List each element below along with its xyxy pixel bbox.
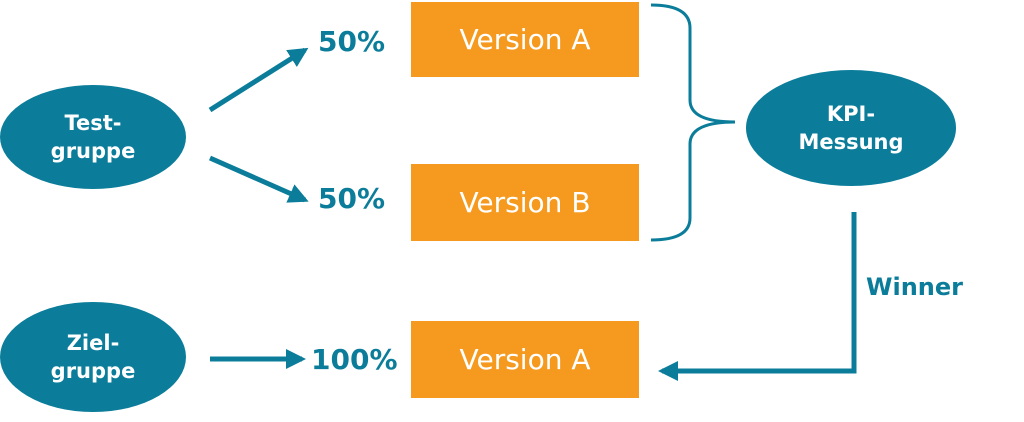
arrow-to-top-split <box>208 47 309 113</box>
split-middle-label: 50% <box>318 182 386 215</box>
arrow-to-middle-split <box>208 155 309 203</box>
kpi-line2: Messung <box>798 130 904 154</box>
kpi-messung-node: KPI- Messung <box>746 70 956 186</box>
zielgruppe-line1: Ziel- <box>66 331 120 355</box>
testgruppe-node: Test- gruppe <box>0 85 186 189</box>
zielgruppe-node: Ziel- gruppe <box>0 302 186 412</box>
version-b-box: Version B <box>411 164 639 241</box>
bracket-brace <box>650 3 736 242</box>
winner-label: Winner <box>866 273 963 301</box>
version-a-bottom-box: Version A <box>411 321 639 398</box>
version-a-top-box: Version A <box>411 2 639 77</box>
testgruppe-line2: gruppe <box>50 139 136 163</box>
kpi-line1: KPI- <box>826 102 876 126</box>
testgruppe-line1: Test- <box>64 111 122 135</box>
winner-arrow <box>658 212 857 381</box>
zielgruppe-line2: gruppe <box>50 359 136 383</box>
split-top-label: 50% <box>318 25 386 58</box>
split-bottom-label: 100% <box>311 343 398 376</box>
